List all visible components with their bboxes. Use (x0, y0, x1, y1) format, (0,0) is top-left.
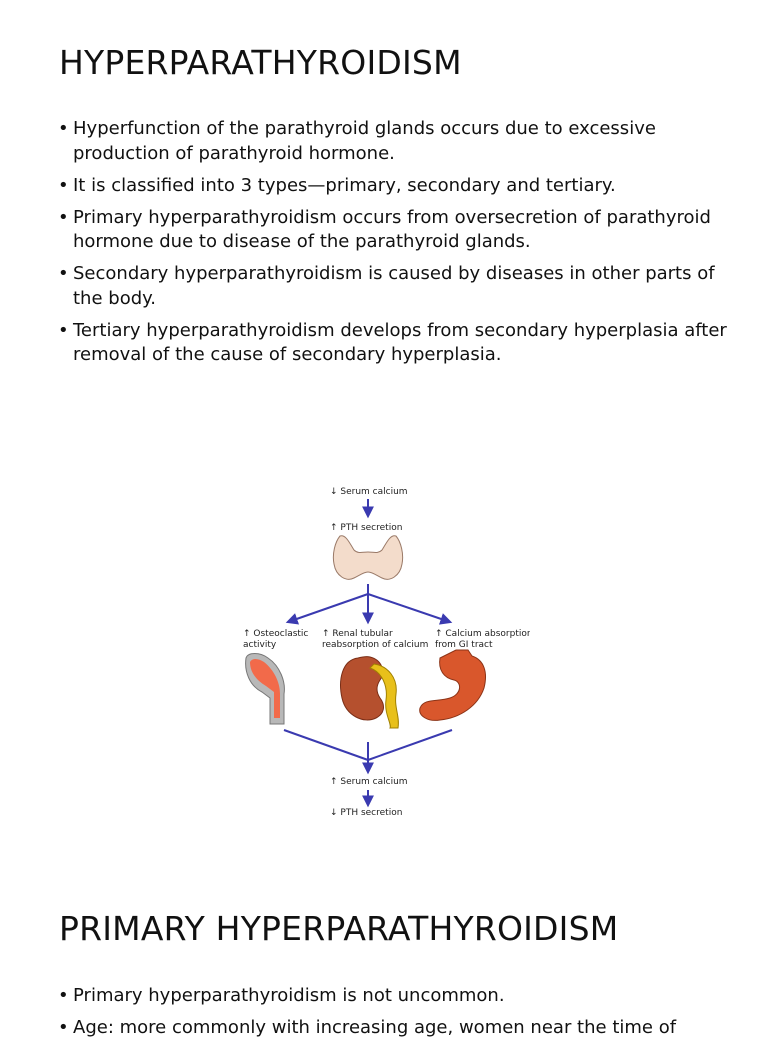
arrow-left (285, 593, 369, 625)
bullet-item: Age: more commonly with increasing age, … (58, 1016, 728, 1041)
slide-title: PRIMARY HYPERPARATHYROIDISM (59, 909, 619, 948)
label-osteoclastic-2: activity (243, 640, 277, 650)
label-serum-calcium-low: ↓ Serum calcium (330, 487, 408, 497)
thyroid-gland-icon (332, 535, 404, 580)
label-renal: ↑ Renal tubular (322, 629, 393, 639)
label-gi-2: from GI tract (435, 640, 493, 650)
arrow-converge-left (283, 729, 369, 761)
bullet-item: Secondary hyperparathyroidism is caused … (58, 262, 728, 311)
bullet-item: Tertiary hyperparathyroidism develops fr… (58, 319, 728, 368)
hyperparathyroidism-diagram: ↓ Serum calcium ↑ PTH secretion ↑ Osteoc… (240, 472, 530, 817)
bullet-item: It is classified into 3 types—primary, s… (58, 174, 728, 199)
arrow-right (367, 593, 453, 625)
bullet-item: Hyperfunction of the parathyroid glands … (58, 117, 728, 166)
kidney-icon (340, 656, 384, 721)
stomach-icon (419, 649, 486, 721)
bullet-list: Primary hyperparathyroidism is not uncom… (58, 984, 728, 1048)
label-pth-secretion-high: ↑ PTH secretion (330, 523, 402, 533)
bone-marrow-icon (250, 659, 280, 718)
label-renal-2: reabsorption of calcium (322, 640, 428, 650)
label-pth-secretion-low: ↓ PTH secretion (330, 808, 402, 817)
label-serum-calcium-high: ↑ Serum calcium (330, 777, 408, 787)
bullet-list: Hyperfunction of the parathyroid glands … (58, 117, 728, 375)
label-osteoclastic: ↑ Osteoclastic (243, 629, 308, 639)
label-gi: ↑ Calcium absorption (435, 629, 530, 639)
arrow-converge-right (367, 729, 453, 761)
slide-title: HYPERPARATHYROIDISM (59, 43, 462, 82)
bullet-item: Primary hyperparathyroidism occurs from … (58, 206, 728, 255)
ureter-icon (369, 663, 399, 729)
bullet-item: Primary hyperparathyroidism is not uncom… (58, 984, 728, 1009)
